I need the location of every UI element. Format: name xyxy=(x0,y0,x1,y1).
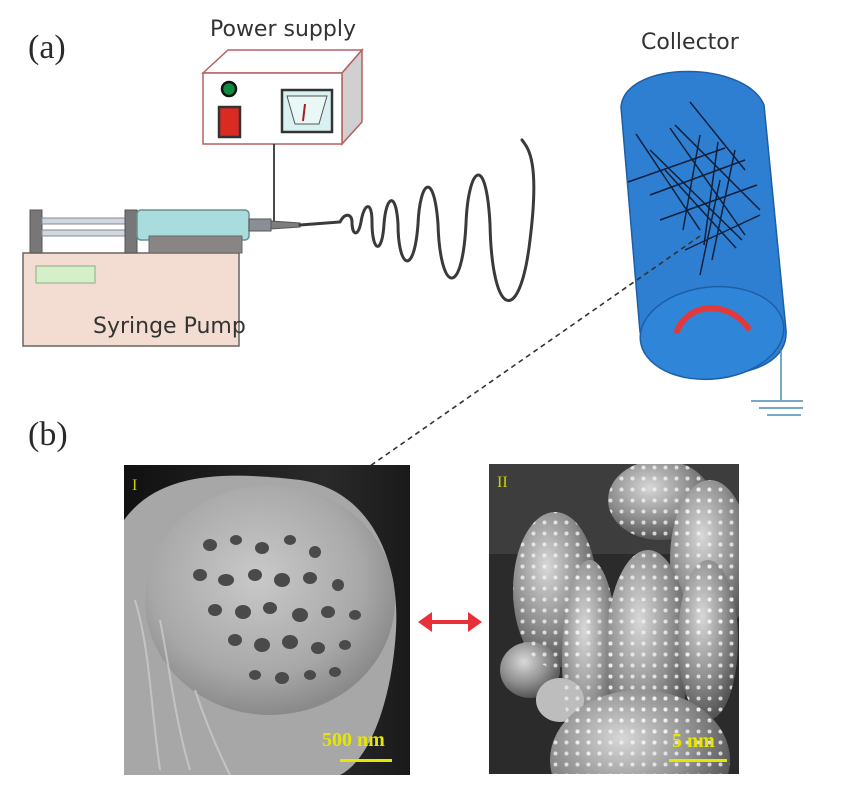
needle xyxy=(270,220,301,230)
double-arrow-icon xyxy=(418,612,482,632)
scale-bar xyxy=(340,759,392,762)
power-switch-icon xyxy=(217,105,242,139)
sem-image-cactus: II 5 nm xyxy=(489,464,739,774)
rotation-arrow xyxy=(674,305,751,334)
scale-bar-label: 500 nm xyxy=(322,729,385,751)
collector-label: Collector xyxy=(641,30,740,55)
scale-bar xyxy=(669,759,727,762)
sem-image-index: I xyxy=(132,477,137,494)
power-supply: Power supply xyxy=(201,17,364,146)
panel-b-label: (b) xyxy=(28,416,68,453)
power-supply-label: Power supply xyxy=(210,17,356,42)
collector: Collector xyxy=(620,30,803,416)
voltmeter-icon xyxy=(280,88,334,134)
pump-display xyxy=(35,265,96,284)
indicator-light-icon xyxy=(220,80,238,98)
scale-bar-label: 5 nm xyxy=(672,730,715,752)
fiber-jet-spiral xyxy=(298,138,536,302)
ground-icon xyxy=(751,350,803,416)
magnification-leader-line xyxy=(369,235,701,467)
sem-image-index: II xyxy=(497,474,508,491)
panel-a-label: (a) xyxy=(28,29,66,66)
sem-image-fiber: I 500 nm xyxy=(124,465,410,775)
collected-fibers xyxy=(627,101,761,276)
syringe-pump: Syringe Pump xyxy=(22,209,301,347)
syringe-pump-label: Syringe Pump xyxy=(93,314,246,339)
